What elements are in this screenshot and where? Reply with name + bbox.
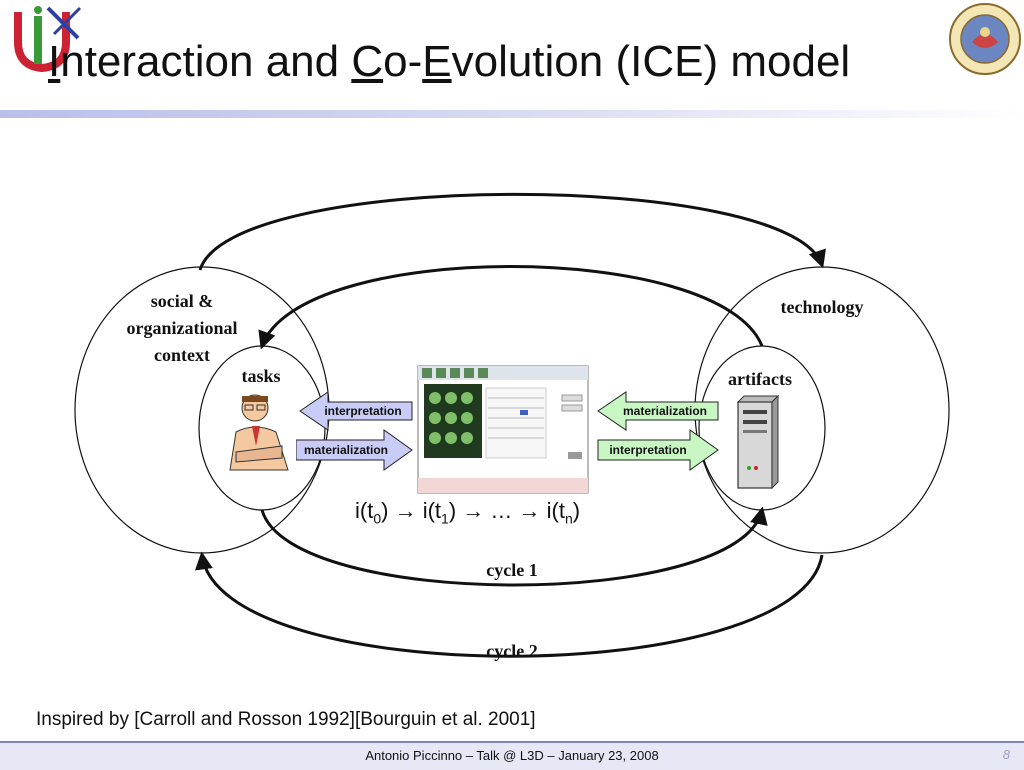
university-seal xyxy=(948,2,1022,76)
left-materialization-arrow xyxy=(295,429,413,471)
page-title: Interaction and Co-Evolution (ICE) model xyxy=(48,40,850,84)
left-materialization-label: materialization xyxy=(303,443,389,457)
title-divider xyxy=(0,110,1024,118)
social-context-label: social & organizational context xyxy=(92,288,272,369)
cycle1-bottom-arc xyxy=(260,506,768,587)
iteration-formula: i(t0) → i(t1) → … → i(tn) xyxy=(355,498,581,527)
social-label-line3: context xyxy=(154,345,210,365)
seal-icon xyxy=(949,3,1021,75)
system-screenshot xyxy=(417,365,589,494)
left-interpretation-arrow xyxy=(299,391,413,431)
cycle1-label: cycle 1 xyxy=(486,560,538,580)
title-letter-c: C xyxy=(351,37,384,86)
technology-label: technology xyxy=(780,297,864,317)
server-icon xyxy=(736,394,780,490)
social-label-line1: social & xyxy=(150,291,214,311)
title-letter-i: I xyxy=(48,37,61,86)
title-text-1: nteraction and xyxy=(60,37,352,86)
ui-logo-icon xyxy=(14,6,82,73)
artifacts-label: artifacts xyxy=(728,369,792,389)
cycle2-top-arc xyxy=(198,192,826,271)
university-logo-left xyxy=(8,4,86,78)
person-icon xyxy=(228,385,296,471)
cycle2-label: cycle 2 xyxy=(486,641,538,661)
cycle2-bottom-arc xyxy=(195,551,824,658)
right-materialization-label: materialization xyxy=(622,404,708,418)
page-number: 8 xyxy=(1002,747,1010,762)
right-materialization-arrow xyxy=(597,391,719,431)
cycle1-top-arc xyxy=(258,265,764,350)
footer-bar xyxy=(0,741,1024,770)
social-label-line2: organizational xyxy=(126,318,238,338)
footer-text: Antonio Piccinno – Talk @ L3D – January … xyxy=(365,748,659,763)
title-letter-e: E xyxy=(422,37,452,86)
left-interpretation-label: interpretation xyxy=(324,404,402,418)
title-text-3: volution (ICE) model xyxy=(451,37,851,86)
right-interpretation-arrow xyxy=(597,429,719,471)
tasks-label: tasks xyxy=(241,366,281,386)
title-text-2: o- xyxy=(383,37,423,86)
right-interpretation-label: interpretation xyxy=(609,443,687,457)
citation-text: Inspired by [Carroll and Rosson 1992][Bo… xyxy=(36,709,536,730)
